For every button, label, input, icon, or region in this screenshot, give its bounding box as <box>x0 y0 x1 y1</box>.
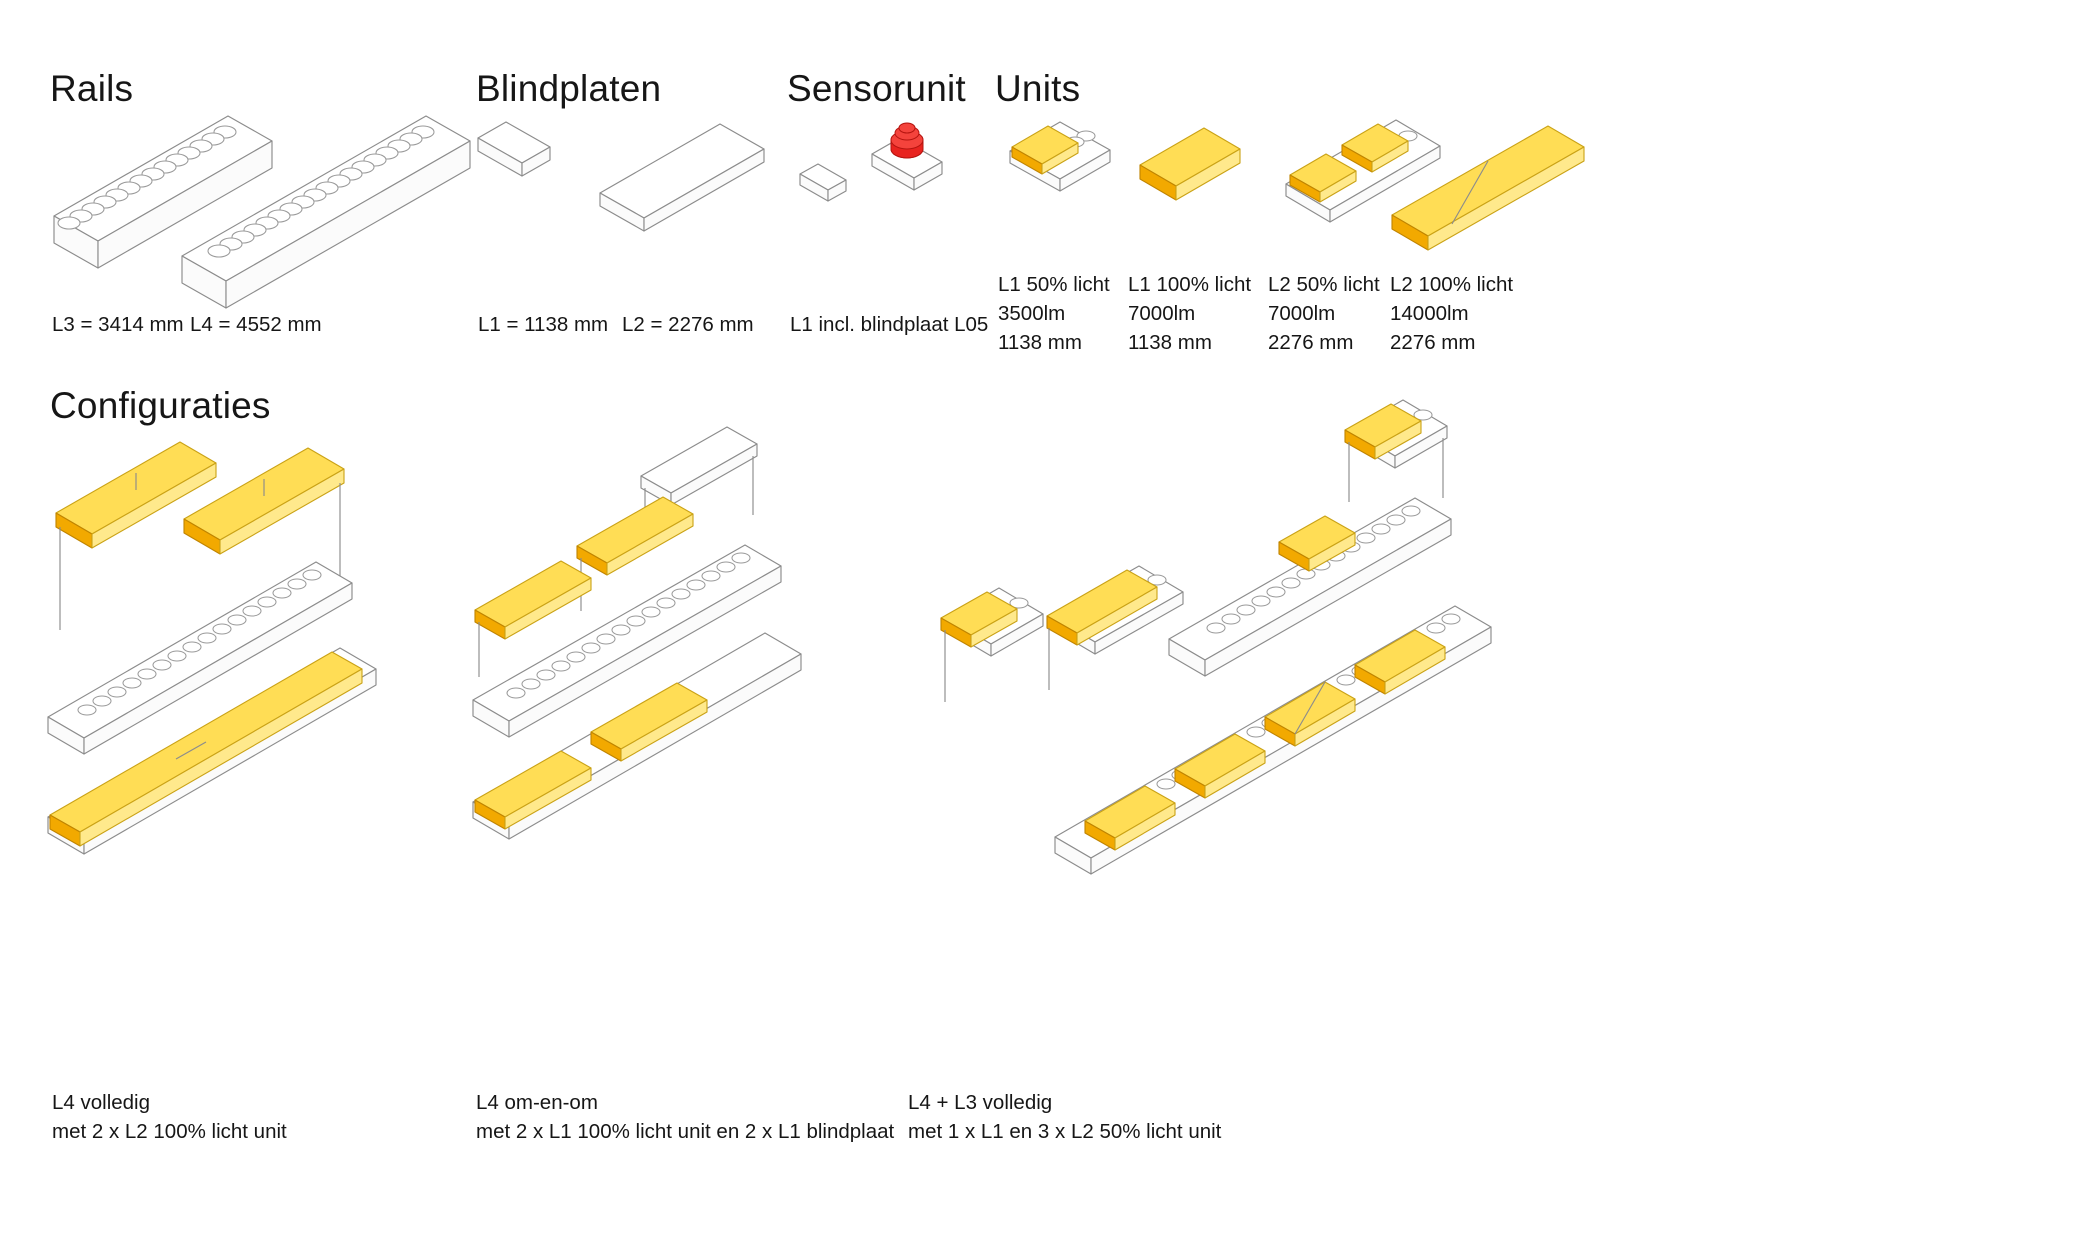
unit-1-light-bar <box>1011 125 1079 175</box>
cfg2-installed-unit-mid <box>590 682 708 762</box>
rail-l3-body <box>53 115 273 269</box>
unit-4-length: 2276 mm <box>1390 331 1476 354</box>
configuratie-3-figure <box>895 390 1585 875</box>
cfg3-lower-unit-a <box>1354 629 1446 695</box>
unit-2-length: 1138 mm <box>1128 331 1212 354</box>
sensor-dome-icon <box>890 122 924 159</box>
unit-2-lumen: 7000lm <box>1128 302 1196 325</box>
sensorunit-label: L1 incl. blindplaat L05 <box>790 313 989 336</box>
sensor-blindplaat-piece <box>799 163 847 202</box>
cfg3-rail-upper <box>1168 497 1452 677</box>
unit-2-figure <box>1128 118 1278 208</box>
configuratie-1-caption: L4 volledig met 2 x L2 100% licht unit <box>52 1088 287 1146</box>
unit-3-name: L2 50% licht <box>1268 273 1380 296</box>
cfg3-lower-unit-c <box>1174 733 1266 799</box>
blindplaat-l2-label: L2 = 2276 mm <box>622 313 754 336</box>
cfg2-blindplaat-top <box>640 426 758 506</box>
unit-4-spec: L2 100% licht 14000lm 2276 mm <box>1390 270 1513 357</box>
cfg2-rail-top <box>472 544 782 738</box>
cfg3-rail-lower <box>1054 605 1492 875</box>
unit-4-figure <box>1380 118 1610 251</box>
section-title-sensorunit: Sensorunit <box>787 68 966 109</box>
cfg2-rail-assembled <box>472 632 802 840</box>
configuratie-2-title: L4 om-en-om <box>476 1091 598 1114</box>
unit-3-light-bar-a <box>1341 123 1409 173</box>
unit-4-name: L2 100% licht <box>1390 273 1514 296</box>
configuratie-1-detail: met 2 x L2 100% licht unit <box>52 1120 287 1143</box>
configuratie-1-figure <box>40 430 380 855</box>
section-title-blindplaten: Blindplaten <box>476 68 662 109</box>
cfg3-lower-unit-b <box>1264 681 1356 747</box>
cfg1-installed-light-strip <box>49 651 363 847</box>
unit-2-light-bar <box>1139 127 1241 201</box>
sensorunit-figure <box>790 118 990 228</box>
unit-1-figure <box>998 112 1148 202</box>
rail-l3-label: L3 = 3414 mm <box>52 313 184 336</box>
blindplaat-l2-figure <box>599 120 770 232</box>
configuratie-1-title: L4 volledig <box>52 1091 151 1114</box>
cfg3-upper-unit-a <box>1278 515 1356 572</box>
section-title-configuraties: Configuraties <box>50 385 271 426</box>
cfg1-rail-top <box>47 561 353 755</box>
unit-3-figure <box>1268 112 1458 223</box>
cfg1-upper-units <box>55 441 345 555</box>
section-title-rails: Rails <box>50 68 134 109</box>
rail-l4-studs <box>207 125 435 258</box>
cfg3-top-unit <box>1344 399 1448 469</box>
cfg2-unit-left <box>474 560 592 640</box>
cfg3-lower-unit-d <box>1084 785 1176 851</box>
rail-l4-figure <box>168 110 498 309</box>
unit-4-lumen: 14000lm <box>1390 302 1469 325</box>
unit-4-light-bar <box>1391 125 1585 251</box>
section-title-units: Units <box>995 68 1081 109</box>
unit-1-spec: L1 50% licht 3500lm 1138 mm <box>998 270 1110 357</box>
unit-1-name: L1 50% licht <box>998 273 1110 296</box>
unit-3-lumen: 7000lm <box>1268 302 1336 325</box>
rail-l3-studs <box>57 125 237 230</box>
blindplaat-l1-label: L1 = 1138 mm <box>478 313 609 336</box>
rail-l4-body <box>181 115 471 309</box>
unit-3-light-bar-b <box>1289 153 1357 203</box>
rail-l3-figure <box>40 110 370 280</box>
rail-l4-label: L4 = 4552 mm <box>190 313 322 336</box>
unit-1-lumen: 3500lm <box>998 302 1066 325</box>
cfg2-unit-mid <box>576 496 694 576</box>
configuratie-3-title: L4 + L3 volledig <box>908 1091 1053 1114</box>
cfg2-installed-unit-left <box>474 750 592 830</box>
unit-1-length: 1138 mm <box>998 331 1082 354</box>
unit-3-spec: L2 50% licht 7000lm 2276 mm <box>1268 270 1380 357</box>
configuratie-3-detail: met 1 x L1 en 3 x L2 50% licht unit <box>908 1120 1222 1143</box>
configuratie-2-caption: L4 om-en-om met 2 x L1 100% licht unit e… <box>476 1088 894 1146</box>
cfg3-left-units <box>940 565 1184 657</box>
configuratie-3-caption: L4 + L3 volledig met 1 x L1 en 3 x L2 50… <box>908 1088 1221 1146</box>
unit-2-name: L1 100% licht <box>1128 273 1252 296</box>
unit-3-length: 2276 mm <box>1268 331 1354 354</box>
cfg1-rail-assembled <box>47 647 377 855</box>
configuratie-2-figure <box>465 415 805 840</box>
configuratie-2-detail: met 2 x L1 100% licht unit en 2 x L1 bli… <box>476 1120 895 1143</box>
unit-2-spec: L1 100% licht 7000lm 1138 mm <box>1128 270 1251 357</box>
blindplaat-l1-figure <box>477 118 608 198</box>
